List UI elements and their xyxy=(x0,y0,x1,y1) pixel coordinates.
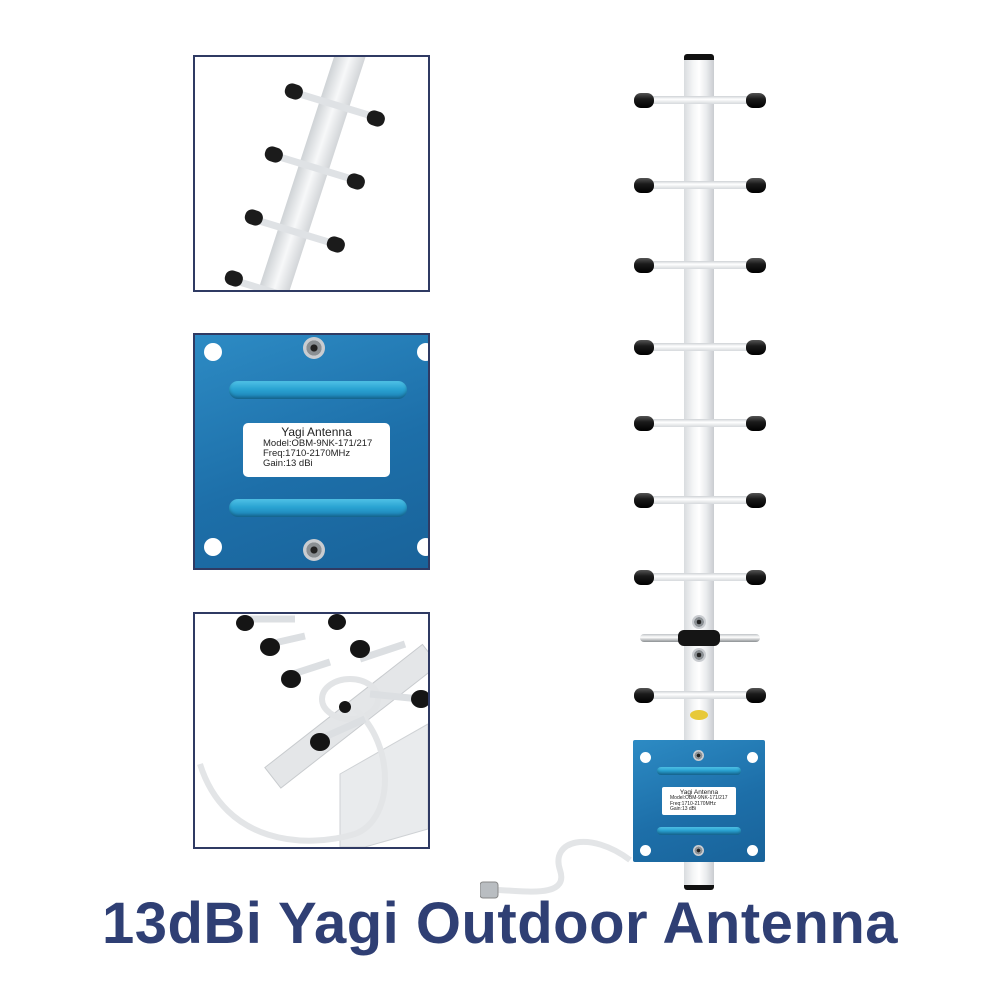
mount-hole xyxy=(417,538,428,556)
mount-hole xyxy=(747,752,758,763)
cable-mount-closeup-image xyxy=(197,614,428,847)
label-model: Model:OBM-9NK-171/217 xyxy=(263,438,373,449)
screw-icon xyxy=(692,648,706,662)
main-mounting-plate: Yagi Antenna Model:OBM-9NK-171/217 Freq:… xyxy=(633,740,765,862)
label-title: Yagi Antenna xyxy=(281,425,352,439)
mount-hole xyxy=(204,343,222,361)
screw-icon xyxy=(303,337,325,359)
boom-end-cap xyxy=(684,54,714,60)
mount-hole xyxy=(747,845,758,856)
spec-label-small: Yagi Antenna Model:OBM-9NK-171/217 Freq:… xyxy=(662,787,736,815)
coax-cable xyxy=(480,838,632,899)
mount-hole xyxy=(640,752,651,763)
screw-icon xyxy=(303,539,325,561)
yagi-elements-closeup-image xyxy=(224,57,385,290)
product-title: 13dBi Yagi Outdoor Antenna xyxy=(101,891,899,956)
yellow-sticker xyxy=(690,710,708,720)
boom-bottom-cap xyxy=(684,885,714,890)
cable-mount-closeup-inset xyxy=(193,612,430,849)
mount-hole xyxy=(417,343,428,361)
mounting-plate: Yagi Antenna Model:OBM-9NK-171/217 Freq:… xyxy=(195,335,428,568)
label-freq: Freq:1710-2170MHz xyxy=(263,448,351,459)
label-plate-closeup-inset: Yagi Antenna Model:OBM-9NK-171/217 Freq:… xyxy=(193,333,430,570)
plate-groove xyxy=(229,499,407,517)
plate-groove xyxy=(657,767,741,775)
elements-closeup-inset xyxy=(193,55,430,292)
screw-icon xyxy=(692,615,706,629)
mount-hole xyxy=(640,845,651,856)
plate-groove xyxy=(229,381,407,399)
screw-icon xyxy=(693,845,704,856)
plate-groove xyxy=(657,827,741,835)
main-antenna-image: Yagi Antenna Model:OBM-9NK-171/217 Freq:… xyxy=(480,50,800,899)
screw-icon xyxy=(693,750,704,761)
driven-element-clamp xyxy=(678,630,720,646)
mount-hole xyxy=(204,538,222,556)
spec-label: Yagi Antenna Model:OBM-9NK-171/217 Freq:… xyxy=(243,423,390,477)
label-gain: Gain:13 dBi xyxy=(263,458,313,469)
